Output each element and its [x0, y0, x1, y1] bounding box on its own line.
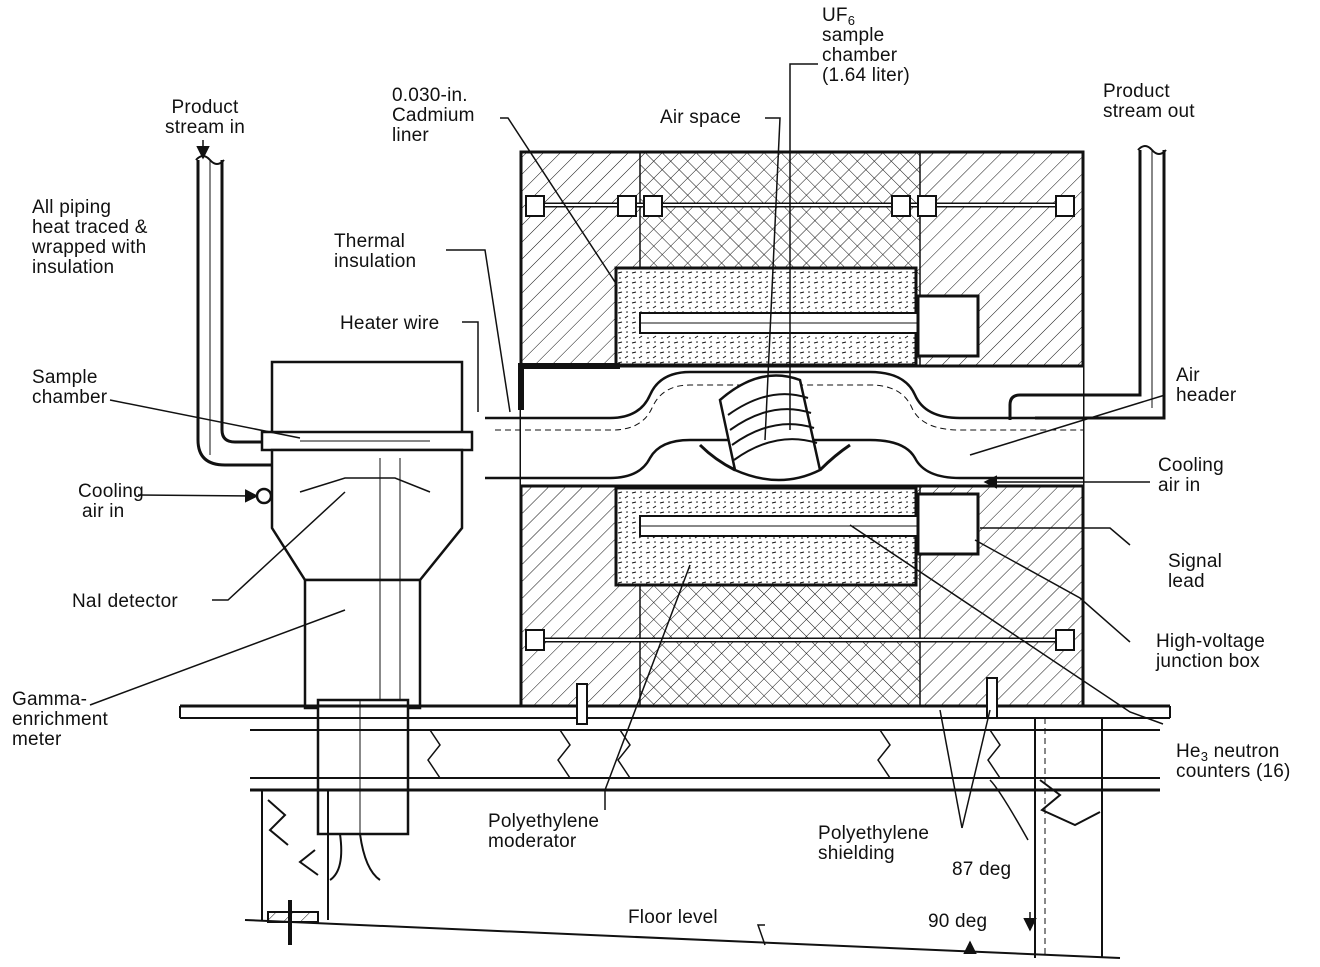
- lower-junction-box: [916, 492, 980, 556]
- label-cadmium-liner: 0.030-in. Cadmium liner: [392, 85, 475, 146]
- label-piping-note: All piping heat traced & wrapped with in…: [32, 197, 148, 278]
- meter-lower-body: [316, 698, 410, 836]
- product-out-pipe: [1008, 145, 1167, 420]
- label-polyethylene-shielding: Polyethylene shielding: [818, 823, 930, 864]
- label-angle-90: 90 deg: [928, 911, 988, 932]
- support-frame: [179, 677, 1171, 959]
- label-uf6-sample-chamber: UF6 sample chamber (1.64 liter): [822, 5, 910, 86]
- label-signal-lead: Signal lead: [1168, 551, 1223, 592]
- cadmium-liner: [518, 363, 620, 410]
- label-thermal-insulation: Thermal insulation: [334, 231, 417, 272]
- label-high-voltage-junction-box: High-voltage junction box: [1156, 631, 1266, 672]
- label-product-stream-out: Product stream out: [1103, 81, 1195, 122]
- product-in-pipe: [195, 155, 275, 467]
- label-polyethylene-moderator: Polyethylene moderator: [488, 811, 600, 852]
- bolt-nuts: [525, 195, 1075, 651]
- label-air-header: Air header: [1176, 365, 1237, 406]
- label-gamma-enrichment-meter: Gamma- enrichment meter: [12, 689, 108, 750]
- label-air-space: Air space: [660, 107, 742, 128]
- label-cooling-air-in-right: Cooling air in: [1158, 455, 1224, 496]
- label-cooling-air-in-left: Cooling air in: [78, 481, 144, 522]
- label-nai-detector: NaI detector: [72, 591, 178, 612]
- upper-junction-box: [916, 294, 980, 358]
- leader-lines: [89, 63, 1166, 954]
- meter-top-housing: [270, 360, 464, 442]
- label-angle-87: 87 deg: [952, 859, 1012, 880]
- label-sample-chamber: Sample chamber: [32, 367, 108, 408]
- gamma-meter: [255, 360, 474, 881]
- label-heater-wire: Heater wire: [340, 313, 440, 334]
- label-he3-neutron-counters: He3 neutron counters (16): [1176, 741, 1291, 782]
- uf6-sample-pipe: [485, 370, 1083, 482]
- label-product-stream-in: Product stream in: [165, 97, 245, 138]
- label-floor-level: Floor level: [628, 907, 718, 928]
- meter-cone: [270, 448, 464, 582]
- nai-detector-body: [303, 578, 422, 710]
